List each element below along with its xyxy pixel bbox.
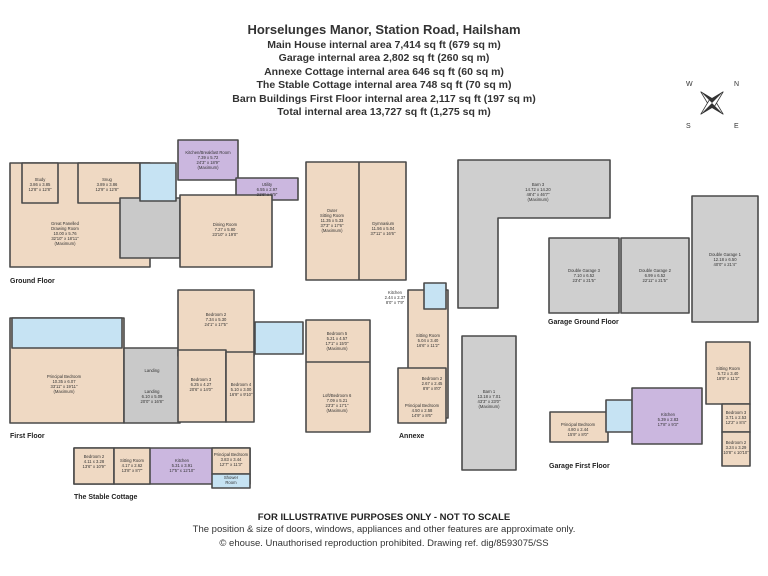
room-bedroom4-first: [225, 351, 255, 423]
room-principal-bedroom: [9, 317, 125, 424]
compass-icon: N E S W: [686, 81, 739, 130]
outbuilding-block: [305, 161, 407, 281]
annexe-bedrooms: [397, 367, 447, 424]
room-double-garage1: [691, 195, 759, 323]
ground-wc: [139, 162, 177, 202]
area-barn-first: Barn Buildings First Floor internal area…: [232, 92, 536, 105]
first-shower: [254, 321, 304, 355]
page-title: Horselunges Manor, Station Road, Hailsha…: [247, 22, 521, 37]
footer-copyright: © ehouse. Unauthorised reproduction proh…: [219, 538, 549, 549]
room-bedroom2-garage: [721, 431, 751, 467]
room-principal-garage: [549, 411, 609, 443]
label-landing-top: Landing: [145, 368, 161, 373]
room-snug: [77, 162, 141, 204]
ground-west-wing: [9, 162, 151, 268]
room-kitchen-breakfast: [177, 139, 239, 181]
area-stable-cottage: The Stable Cottage internal area 748 sq …: [256, 79, 512, 92]
room-principal-stable: [211, 447, 251, 475]
room-barn1: [461, 335, 517, 471]
area-garage: Garage internal area 2,802 sq ft (260 sq…: [278, 52, 490, 65]
garage-bath: [605, 399, 635, 433]
stable-cottage-block: [73, 447, 251, 485]
room-bedroom2-first: [177, 289, 255, 357]
footer-note: The position & size of doors, windows, a…: [192, 524, 576, 535]
area-annexe: Annexe Cottage internal area 646 sq ft (…: [264, 65, 504, 78]
section-first-floor: First Floor: [10, 433, 45, 440]
room-bedroom2-stable: [73, 447, 115, 485]
room-study: [21, 162, 59, 204]
section-annexe: Annexe: [399, 433, 424, 440]
loft-block: [305, 319, 371, 433]
compass-n: N: [734, 81, 739, 88]
room-double-garage3: [548, 237, 620, 314]
footer-disclaimer: FOR ILLUSTRATIVE PURPOSES ONLY - NOT TO …: [257, 512, 511, 523]
compass-s: S: [686, 123, 691, 130]
compass-w: W: [686, 81, 693, 88]
compass-e: E: [734, 123, 739, 130]
room-shower-stable: [211, 473, 251, 489]
section-garage-ground: Garage Ground Floor: [548, 319, 619, 326]
annexe-block: [407, 289, 449, 419]
area-main-house: Main House internal area 7,414 sq ft (67…: [267, 39, 501, 51]
room-utility: [235, 177, 299, 201]
section-ground-floor: Ground Floor: [10, 278, 55, 285]
room-bedroom3-first: [177, 349, 227, 423]
ground-hall: [119, 197, 181, 259]
section-garage-first: Garage First Floor: [549, 463, 610, 470]
room-sitting-stable: [113, 447, 151, 485]
room-sitting-garage: [705, 341, 751, 405]
room-double-garage2: [620, 237, 690, 314]
room-bedroom3-garage: [721, 403, 751, 433]
area-summary: Main House internal area 7,414 sq ft (67…: [0, 39, 768, 119]
first-bathroom: [11, 317, 123, 349]
annexe-bath: [423, 282, 447, 310]
section-stable-cottage: The Stable Cottage: [74, 494, 138, 501]
room-kitchen-garage: [631, 387, 703, 445]
first-landing: [123, 347, 181, 424]
room-barn3: [457, 159, 611, 309]
area-total: Total internal area 13,727 sq ft (1,275 …: [277, 106, 491, 119]
room-dining: [179, 194, 273, 268]
